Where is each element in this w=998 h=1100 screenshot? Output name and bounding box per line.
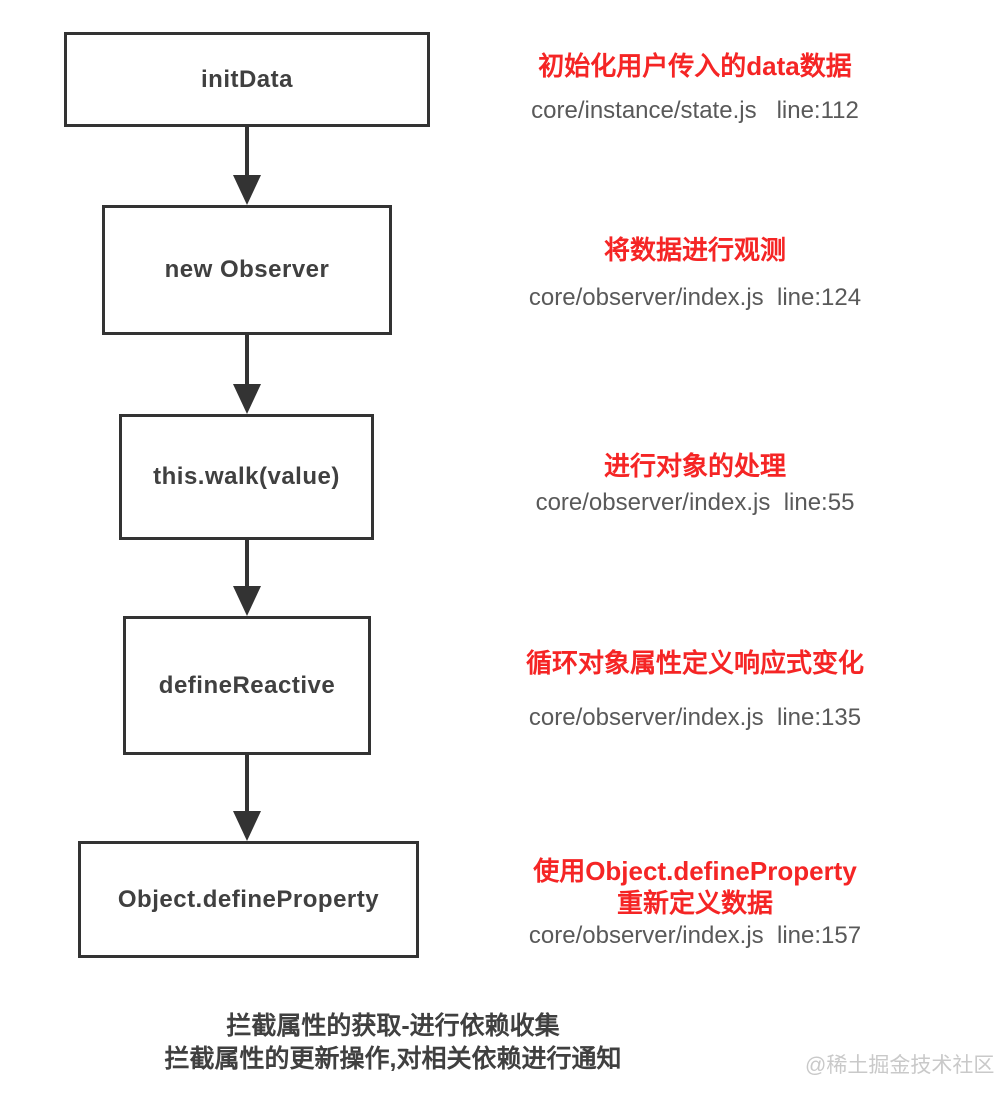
down-arrow-icon [233,755,261,841]
flow-node-this-walk: this.walk(value) [119,414,374,540]
footer-note: 拦截属性的获取-进行依赖收集 拦截属性的更新操作,对相关依赖进行通知 [60,1010,726,1076]
down-arrow-icon [233,127,261,205]
flow-node-label: this.walk(value) [153,463,340,490]
down-arrow-icon [233,540,261,616]
arrow-head [233,175,261,205]
footer-note-line1: 拦截属性的获取-进行依赖收集 [226,1012,560,1040]
watermark: @稀土掘金技术社区 [805,1054,995,1077]
annotation-path: core/observer/index.js line:157 [528,922,862,949]
arrow-shaft [245,540,249,586]
flow-node-definereactive: defineReactive [123,616,371,755]
flow-node-object-defineproperty: Object.defineProperty [78,841,419,958]
down-arrow-icon [233,335,261,414]
arrow-head [233,811,261,841]
flow-node-label: initData [200,65,293,93]
flow-node-label: Object.defineProperty [117,885,380,913]
flow-node-new-observer: new Observer [102,205,392,335]
arrow-shaft [245,755,249,811]
annotation-path: core/observer/index.js line:124 [528,284,862,311]
arrow-head [233,384,261,414]
flow-node-initdata: initData [64,32,430,127]
flow-node-label: new Observer [164,256,330,283]
flow-node-label: defineReactive [158,671,336,699]
annotation-title: 进行对象的处理 [603,451,786,481]
annotation-title: 循环对象属性定义响应式变化 [525,648,864,678]
annotation-title: 初始化用户传入的data数据 [538,51,852,81]
annotation-title: 将数据进行观测 [603,235,786,265]
arrow-head [233,586,261,616]
arrow-shaft [245,335,249,384]
annotation-path: core/observer/index.js line:55 [535,489,855,516]
annotation-title: 使用Object.defineProperty 重新定义数据 [533,856,857,918]
footer-note-line2: 拦截属性的更新操作,对相关依赖进行通知 [164,1045,622,1073]
arrow-shaft [245,127,249,175]
annotation-path: core/observer/index.js line:135 [528,704,862,731]
annotation-path: core/instance/state.js line:112 [531,97,859,124]
